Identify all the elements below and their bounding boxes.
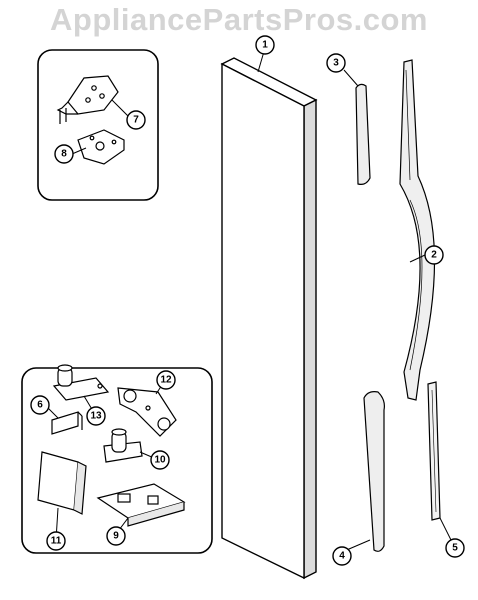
- callout-12: 12: [156, 370, 176, 390]
- lower-trim-part: [363, 391, 385, 552]
- callout-7: 7: [126, 110, 146, 130]
- callout-2: 2: [424, 245, 444, 265]
- callout-3: 3: [326, 53, 346, 73]
- hinge-plate-part: [77, 129, 125, 165]
- inset-box-top: [37, 49, 159, 201]
- clip-part: [51, 411, 83, 435]
- callout-10-label: 10: [154, 455, 166, 466]
- callout-12-label: 12: [160, 375, 172, 386]
- watermark-text: AppliancePartsPros.com: [50, 2, 428, 37]
- hinge-pin-assembly-part: [52, 364, 110, 401]
- bottom-hinge-bracket-part: [117, 387, 177, 437]
- inset-box-bottom: [21, 367, 213, 554]
- callout-3-label: 3: [333, 58, 339, 69]
- callout-4: 4: [332, 546, 352, 566]
- door-panel-part: [220, 57, 318, 580]
- callout-9: 9: [106, 526, 126, 546]
- callout-7-label: 7: [133, 115, 139, 126]
- pin-part: [103, 428, 143, 463]
- handle-end-cap-part: [355, 83, 371, 185]
- upper-hinge-bracket-part: [56, 75, 119, 124]
- callout-11: 11: [46, 531, 66, 551]
- callout-8: 8: [54, 144, 74, 164]
- callout-13-label: 13: [90, 411, 102, 422]
- callout-2-label: 2: [431, 250, 437, 261]
- callout-1-label: 1: [262, 40, 268, 51]
- callout-5: 5: [445, 538, 465, 558]
- callout-11-label: 11: [51, 536, 62, 547]
- callout-6: 6: [30, 395, 50, 415]
- callout-13: 13: [86, 406, 106, 426]
- hinge-cover-part: [37, 451, 87, 515]
- door-handle-part: [399, 59, 436, 401]
- callout-8-label: 8: [61, 149, 67, 160]
- callout-6-label: 6: [37, 400, 43, 411]
- callout-4-label: 4: [339, 551, 345, 562]
- trim-strip-part: [427, 381, 441, 521]
- callout-5-label: 5: [452, 543, 458, 554]
- callout-10: 10: [150, 450, 170, 470]
- callout-9-label: 9: [113, 531, 119, 542]
- mounting-plate-part: [96, 483, 186, 527]
- callout-1: 1: [255, 35, 275, 55]
